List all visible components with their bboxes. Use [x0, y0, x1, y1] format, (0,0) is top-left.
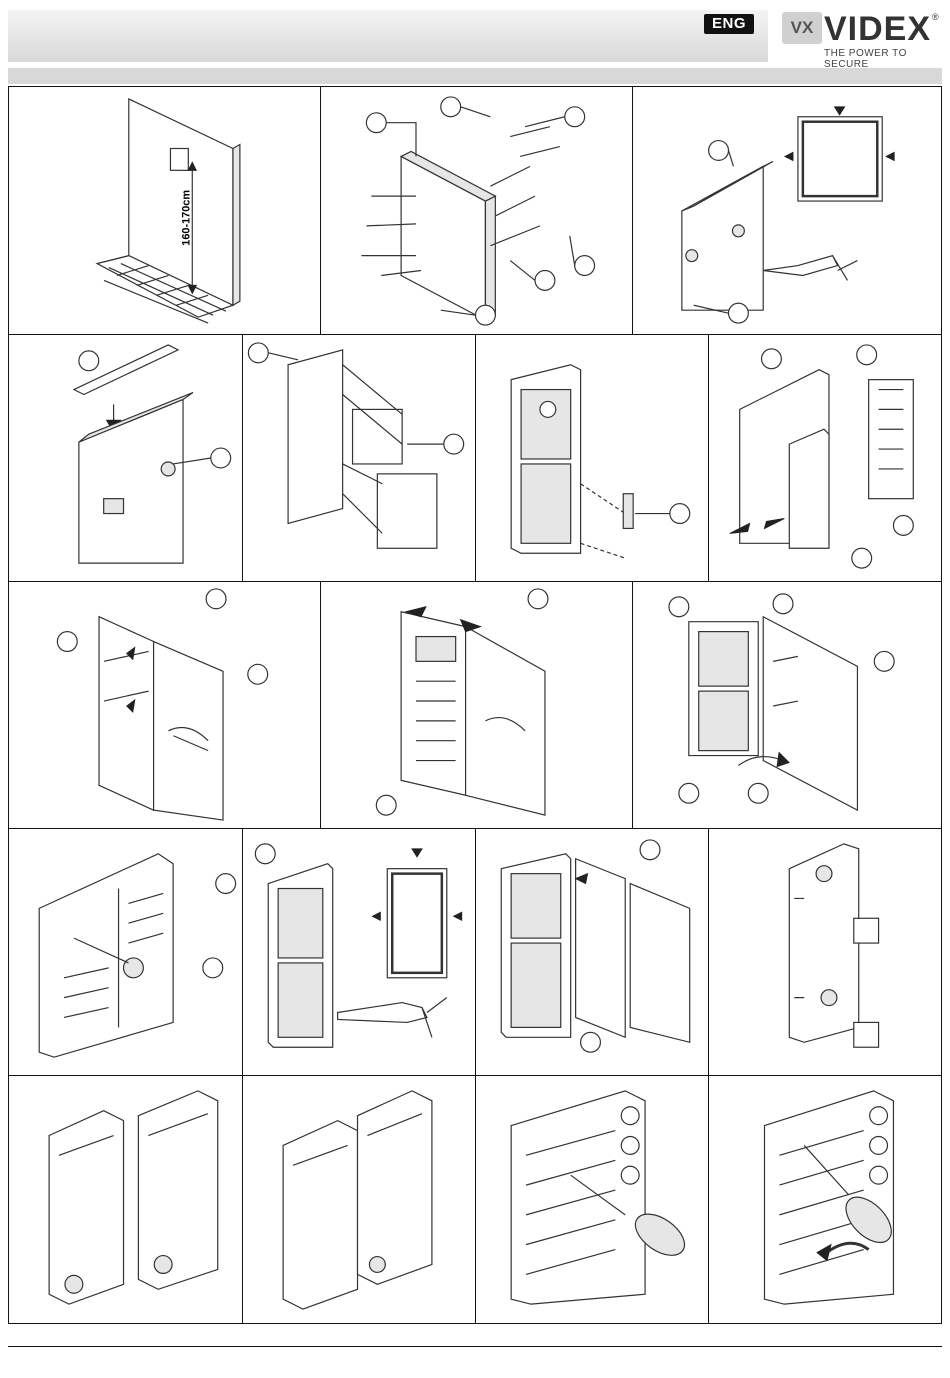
panel-wall-height: 160-170cm — [9, 87, 321, 334]
panel-screwdriver-insert — [476, 1076, 709, 1323]
slide-panel-illustration — [321, 582, 632, 828]
open-panel-illustration — [633, 582, 943, 828]
backbox-illustration — [709, 829, 943, 1075]
screwdriver-rotate-illustration — [709, 1076, 943, 1323]
title-bar — [8, 68, 942, 84]
brand-name: VIDEX — [824, 10, 931, 49]
panel-sealant-2 — [243, 829, 476, 1075]
panel-slide-panel — [321, 582, 633, 828]
instruction-grid: 160-170cm — [8, 86, 942, 1324]
panel-open-panel — [633, 582, 943, 828]
panel-backbox-pair-2 — [243, 1076, 476, 1323]
panel-module-slide — [709, 335, 943, 581]
row-4 — [8, 828, 942, 1076]
footer-rule — [8, 1346, 942, 1347]
backbox-pair-illustration — [9, 1076, 242, 1323]
language-badge: ENG — [704, 14, 754, 34]
rain-hood-illustration — [9, 335, 242, 581]
page-header: ENG VX VIDEX ® THE POWER TO SECURE — [0, 0, 950, 68]
screwdriver-insert-illustration — [476, 1076, 708, 1323]
panel-backbox-screws — [321, 87, 633, 334]
panel-backbox-pair — [9, 1076, 243, 1323]
height-label: 160-170cm — [180, 190, 192, 246]
module-slide-illustration — [709, 335, 943, 581]
panel-module-frame — [243, 335, 476, 581]
row-2 — [8, 334, 942, 582]
row-3 — [8, 581, 942, 829]
panel-hinge — [9, 582, 321, 828]
panel-sealant — [633, 87, 943, 334]
hinge-join-illustration — [476, 829, 708, 1075]
hinge-illustration — [9, 582, 320, 828]
header-band — [8, 10, 768, 62]
panel-hinge-join — [476, 829, 709, 1075]
panel-module-insert — [476, 335, 709, 581]
brand-tagline: THE POWER TO SECURE — [824, 48, 942, 70]
backbox-pair-2-illustration — [243, 1076, 475, 1323]
sealant-illustration — [633, 87, 943, 334]
panel-backbox — [709, 829, 943, 1075]
panel-screwdriver-rotate — [709, 1076, 943, 1323]
wall-height-illustration: 160-170cm — [9, 87, 320, 334]
module-insert-illustration — [476, 335, 708, 581]
sealant-2-illustration — [243, 829, 475, 1075]
brand-registered: ® — [932, 12, 939, 22]
brand-logo: VX VIDEX ® THE POWER TO SECURE — [782, 10, 942, 56]
backbox-screws-illustration — [321, 87, 632, 334]
brand-mark-icon: VX — [782, 12, 822, 44]
panel-screw-fix — [9, 829, 243, 1075]
module-frame-illustration — [243, 335, 475, 581]
panel-rain-hood — [9, 335, 243, 581]
row-5 — [8, 1075, 942, 1324]
screw-fix-illustration — [9, 829, 242, 1075]
row-1: 160-170cm — [8, 86, 942, 335]
